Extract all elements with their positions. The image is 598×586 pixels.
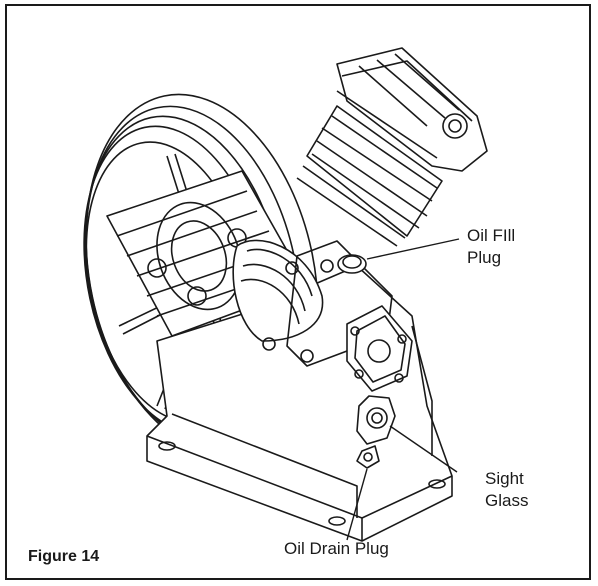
figure-frame: Oil FIll Plug Sight Glass Oil Drain Plug… [5, 4, 591, 580]
leader-lines [346, 238, 460, 541]
oil-fill-label-line2: Plug [467, 248, 502, 267]
oil-drain-label-line1: Oil Drain Plug [284, 539, 389, 558]
oil-fill-plug [337, 254, 367, 274]
compressor-pump-illustration [83, 47, 488, 542]
oil-fill-label: Oil FIll Plug [467, 225, 515, 269]
cylinder-head [336, 47, 488, 172]
oil-drain-leader [346, 468, 368, 541]
middle-cylinder [232, 239, 393, 367]
oil-drain-plug [356, 445, 380, 469]
inspection-cover [346, 305, 413, 392]
sight-glass-leader [389, 425, 458, 473]
sight-glass-label-line2: Glass [485, 491, 529, 510]
sight-glass-label: Sight Glass [485, 468, 528, 512]
figure-caption: Figure 14 [28, 548, 100, 565]
oil-fill-label-line1: Oil FIll [467, 226, 516, 245]
cylinder-fins [296, 105, 443, 247]
oil-fill-leader [366, 238, 460, 260]
oil-drain-label: Oil Drain Plug [284, 538, 389, 560]
sight-glass-label-line1: Sight [485, 469, 524, 488]
